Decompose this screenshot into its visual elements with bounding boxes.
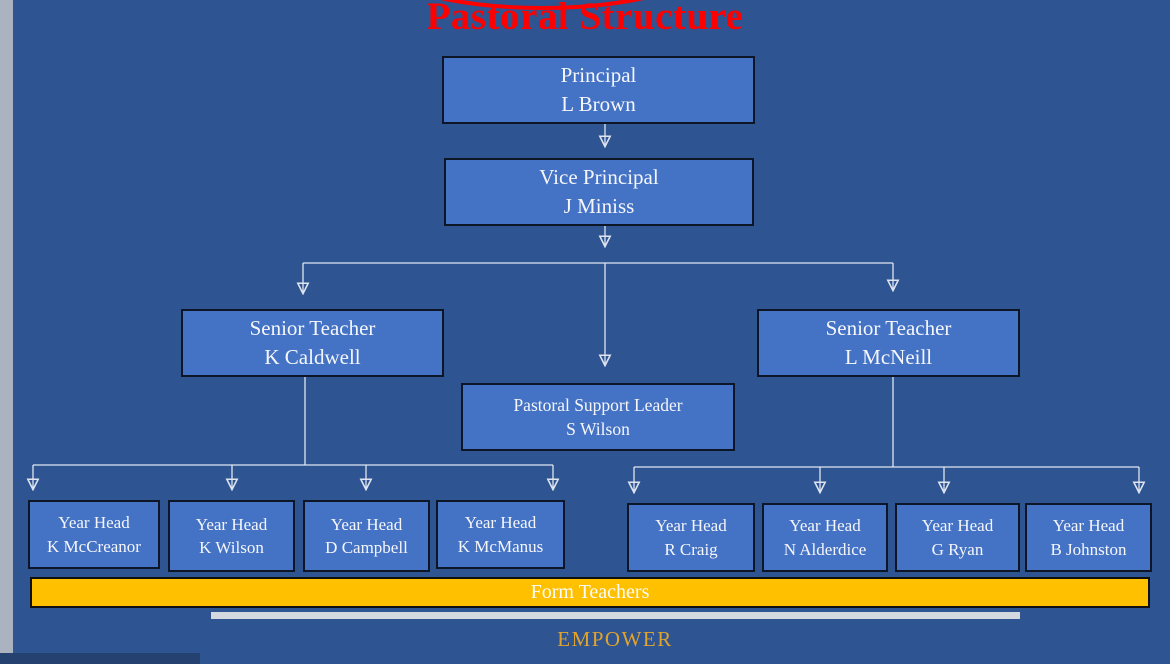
org-node-year-head-bjohnston: Year Head B Johnston <box>1025 503 1152 572</box>
person-name: K McManus <box>457 536 544 556</box>
person-name: L Brown <box>561 92 636 116</box>
role-label: Principal <box>560 63 637 88</box>
person-name: K Wilson <box>199 538 264 557</box>
bottom-left-shadow <box>0 653 200 664</box>
page-title: Pastoral Structure <box>426 0 744 38</box>
role-label: Year Head <box>464 513 537 533</box>
person-name: D Campbell <box>325 538 408 557</box>
role-label: Year Head <box>789 516 861 536</box>
person-name: G Ryan <box>931 539 984 559</box>
window-edge-strip <box>0 0 13 653</box>
org-node-senior-teacher-left: Senior Teacher K Caldwell <box>181 309 444 377</box>
org-node-pastoral-support-leader: Pastoral Support Leader S Wilson <box>461 383 735 451</box>
footer-motto: EMPOWER <box>557 627 673 651</box>
role-label: Year Head <box>330 514 403 534</box>
person-name: J Miniss <box>563 194 635 218</box>
org-node-year-head-kwilson: Year Head K Wilson <box>168 500 295 572</box>
org-node-year-head-mccreanor: Year Head K McCreanor <box>28 500 160 569</box>
person-name: K McCreanor <box>47 536 141 556</box>
person-name: S Wilson <box>566 419 630 439</box>
org-node-year-head-kmcmanus: Year Head K McManus <box>436 500 565 569</box>
divider-bar <box>211 612 1020 619</box>
person-name: B Johnston <box>1050 539 1127 559</box>
org-node-principal: Principal L Brown <box>442 56 755 124</box>
person-name: R Craig <box>664 539 718 559</box>
org-node-year-head-dcampbell: Year Head D Campbell <box>303 500 430 572</box>
org-node-year-head-nalderdice: Year Head N Alderdice <box>762 503 888 572</box>
role-label: Year Head <box>655 516 727 536</box>
role-label: Year Head <box>195 514 268 534</box>
role-label: Vice Principal <box>539 165 659 190</box>
org-node-year-head-rcraig: Year Head R Craig <box>627 503 755 572</box>
org-node-senior-teacher-right: Senior Teacher L McNeill <box>757 309 1020 377</box>
role-label: Year Head <box>921 516 994 536</box>
role-label: Senior Teacher <box>825 316 952 341</box>
person-name: N Alderdice <box>783 539 867 559</box>
person-name: L McNeill <box>844 345 933 369</box>
org-node-year-head-gryan: Year Head G Ryan <box>895 503 1020 572</box>
role-label: Pastoral Support Leader <box>513 394 683 415</box>
form-teachers-label: Form Teachers <box>530 581 650 603</box>
role-label: Year Head <box>58 513 130 533</box>
person-name: K Caldwell <box>264 345 361 369</box>
role-label: Year Head <box>1052 516 1125 536</box>
role-label: Senior Teacher <box>249 316 376 341</box>
form-teachers-bar: Form Teachers <box>30 577 1150 608</box>
org-node-vice-principal: Vice Principal J Miniss <box>444 158 754 226</box>
